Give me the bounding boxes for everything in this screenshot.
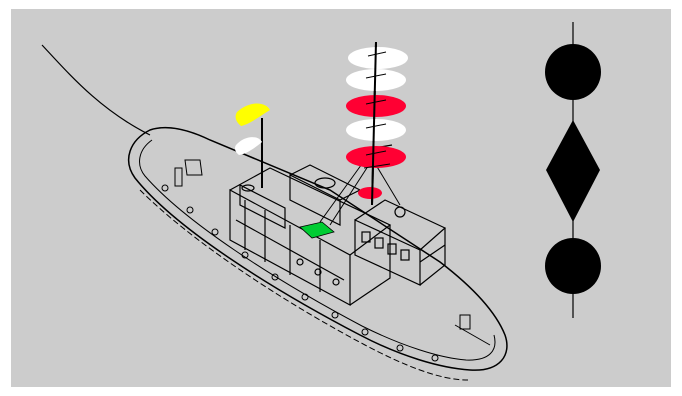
masthead-light-1 [348, 47, 408, 69]
stern-light-yellow [236, 104, 270, 127]
hull-portholes [162, 185, 438, 361]
deck-red-light [358, 187, 382, 199]
rm-light-white-middle [346, 119, 406, 141]
tow-line [42, 45, 150, 135]
hull-bulwark [140, 140, 495, 360]
day-shape-ball-bottom [545, 238, 601, 294]
day-shape-ball-top [545, 44, 601, 100]
green-sidelight [300, 222, 334, 238]
rm-light-red-bottom [346, 146, 406, 168]
stern-light-white [235, 137, 262, 155]
wheelhouse [355, 200, 445, 285]
rm-light-red-top [346, 95, 406, 117]
day-shape-diamond [546, 120, 600, 222]
day-shapes [545, 22, 601, 318]
